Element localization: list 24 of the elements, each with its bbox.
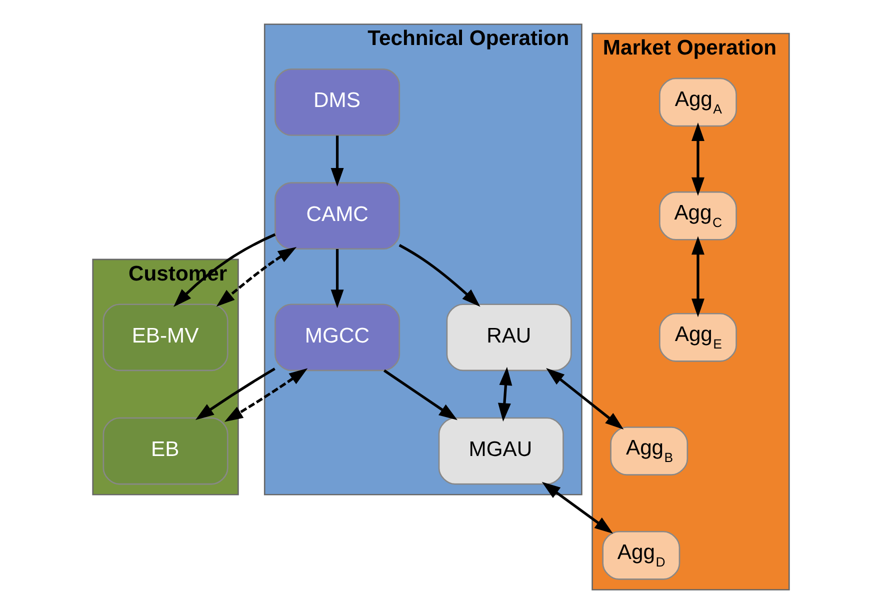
arrow xyxy=(330,249,344,308)
arrow xyxy=(195,368,276,420)
node-box: Agg$_{B}$ xyxy=(610,426,688,476)
node-box: RAU xyxy=(446,304,572,372)
node-box: CAMC xyxy=(274,182,400,250)
arrow xyxy=(224,368,308,422)
arrow xyxy=(546,368,624,430)
node-box: EB xyxy=(102,417,228,485)
arrow xyxy=(692,236,704,318)
node-box: MGAU xyxy=(438,417,564,485)
node-box: Agg$_{A}$ xyxy=(659,78,737,127)
node-box: MGCC xyxy=(274,304,400,372)
arrow xyxy=(383,369,458,420)
arrow xyxy=(498,366,512,422)
arrow xyxy=(330,136,344,186)
arrow xyxy=(216,247,297,307)
arrow xyxy=(398,244,480,307)
node-box: Agg$_{E}$ xyxy=(659,312,737,362)
arrow xyxy=(542,482,614,534)
node-box: DMS xyxy=(274,68,400,136)
node-box: Agg$_{D}$ xyxy=(602,530,680,580)
arrow xyxy=(692,122,704,196)
node-box: EB-MV xyxy=(102,304,228,372)
node-box: Agg$_{C}$ xyxy=(659,191,737,240)
